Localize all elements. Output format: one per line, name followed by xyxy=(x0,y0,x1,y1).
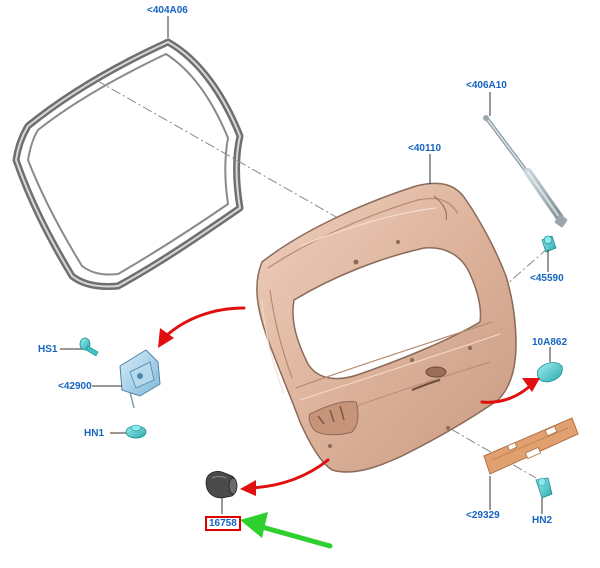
bolt-hs1 xyxy=(79,337,99,357)
callout-bumper-highlighted[interactable]: 16758 xyxy=(205,516,241,531)
callout-ball-stud: <45590 xyxy=(530,273,564,284)
callout-nut-hn1: HN1 xyxy=(84,428,105,439)
callout-weatherstrip: <404A06 xyxy=(147,5,188,16)
clip xyxy=(537,362,563,383)
liftgate-panel xyxy=(256,182,517,473)
ball-stud xyxy=(541,235,557,253)
callout-leaders xyxy=(60,16,551,514)
callout-nut-hn2: HN2 xyxy=(532,515,553,526)
direction-arrowheads xyxy=(158,328,540,496)
callout-clip: 10A862 xyxy=(532,337,568,348)
green-pointer-arrow xyxy=(240,512,333,549)
nut-hn1 xyxy=(125,424,147,439)
callout-bolt-hs1: HS1 xyxy=(38,344,58,355)
bracket xyxy=(483,417,579,475)
callout-bracket: <29329 xyxy=(466,510,500,521)
callout-gas-strut: <406A10 xyxy=(466,80,507,91)
latch-assembly xyxy=(119,349,161,409)
nut-hn2 xyxy=(535,477,553,499)
callout-liftgate: <40110 xyxy=(408,143,442,154)
weatherstrip-seal xyxy=(12,38,244,290)
bumper xyxy=(205,471,238,499)
gas-strut xyxy=(483,115,568,228)
callout-latch: <42900 xyxy=(58,381,92,392)
